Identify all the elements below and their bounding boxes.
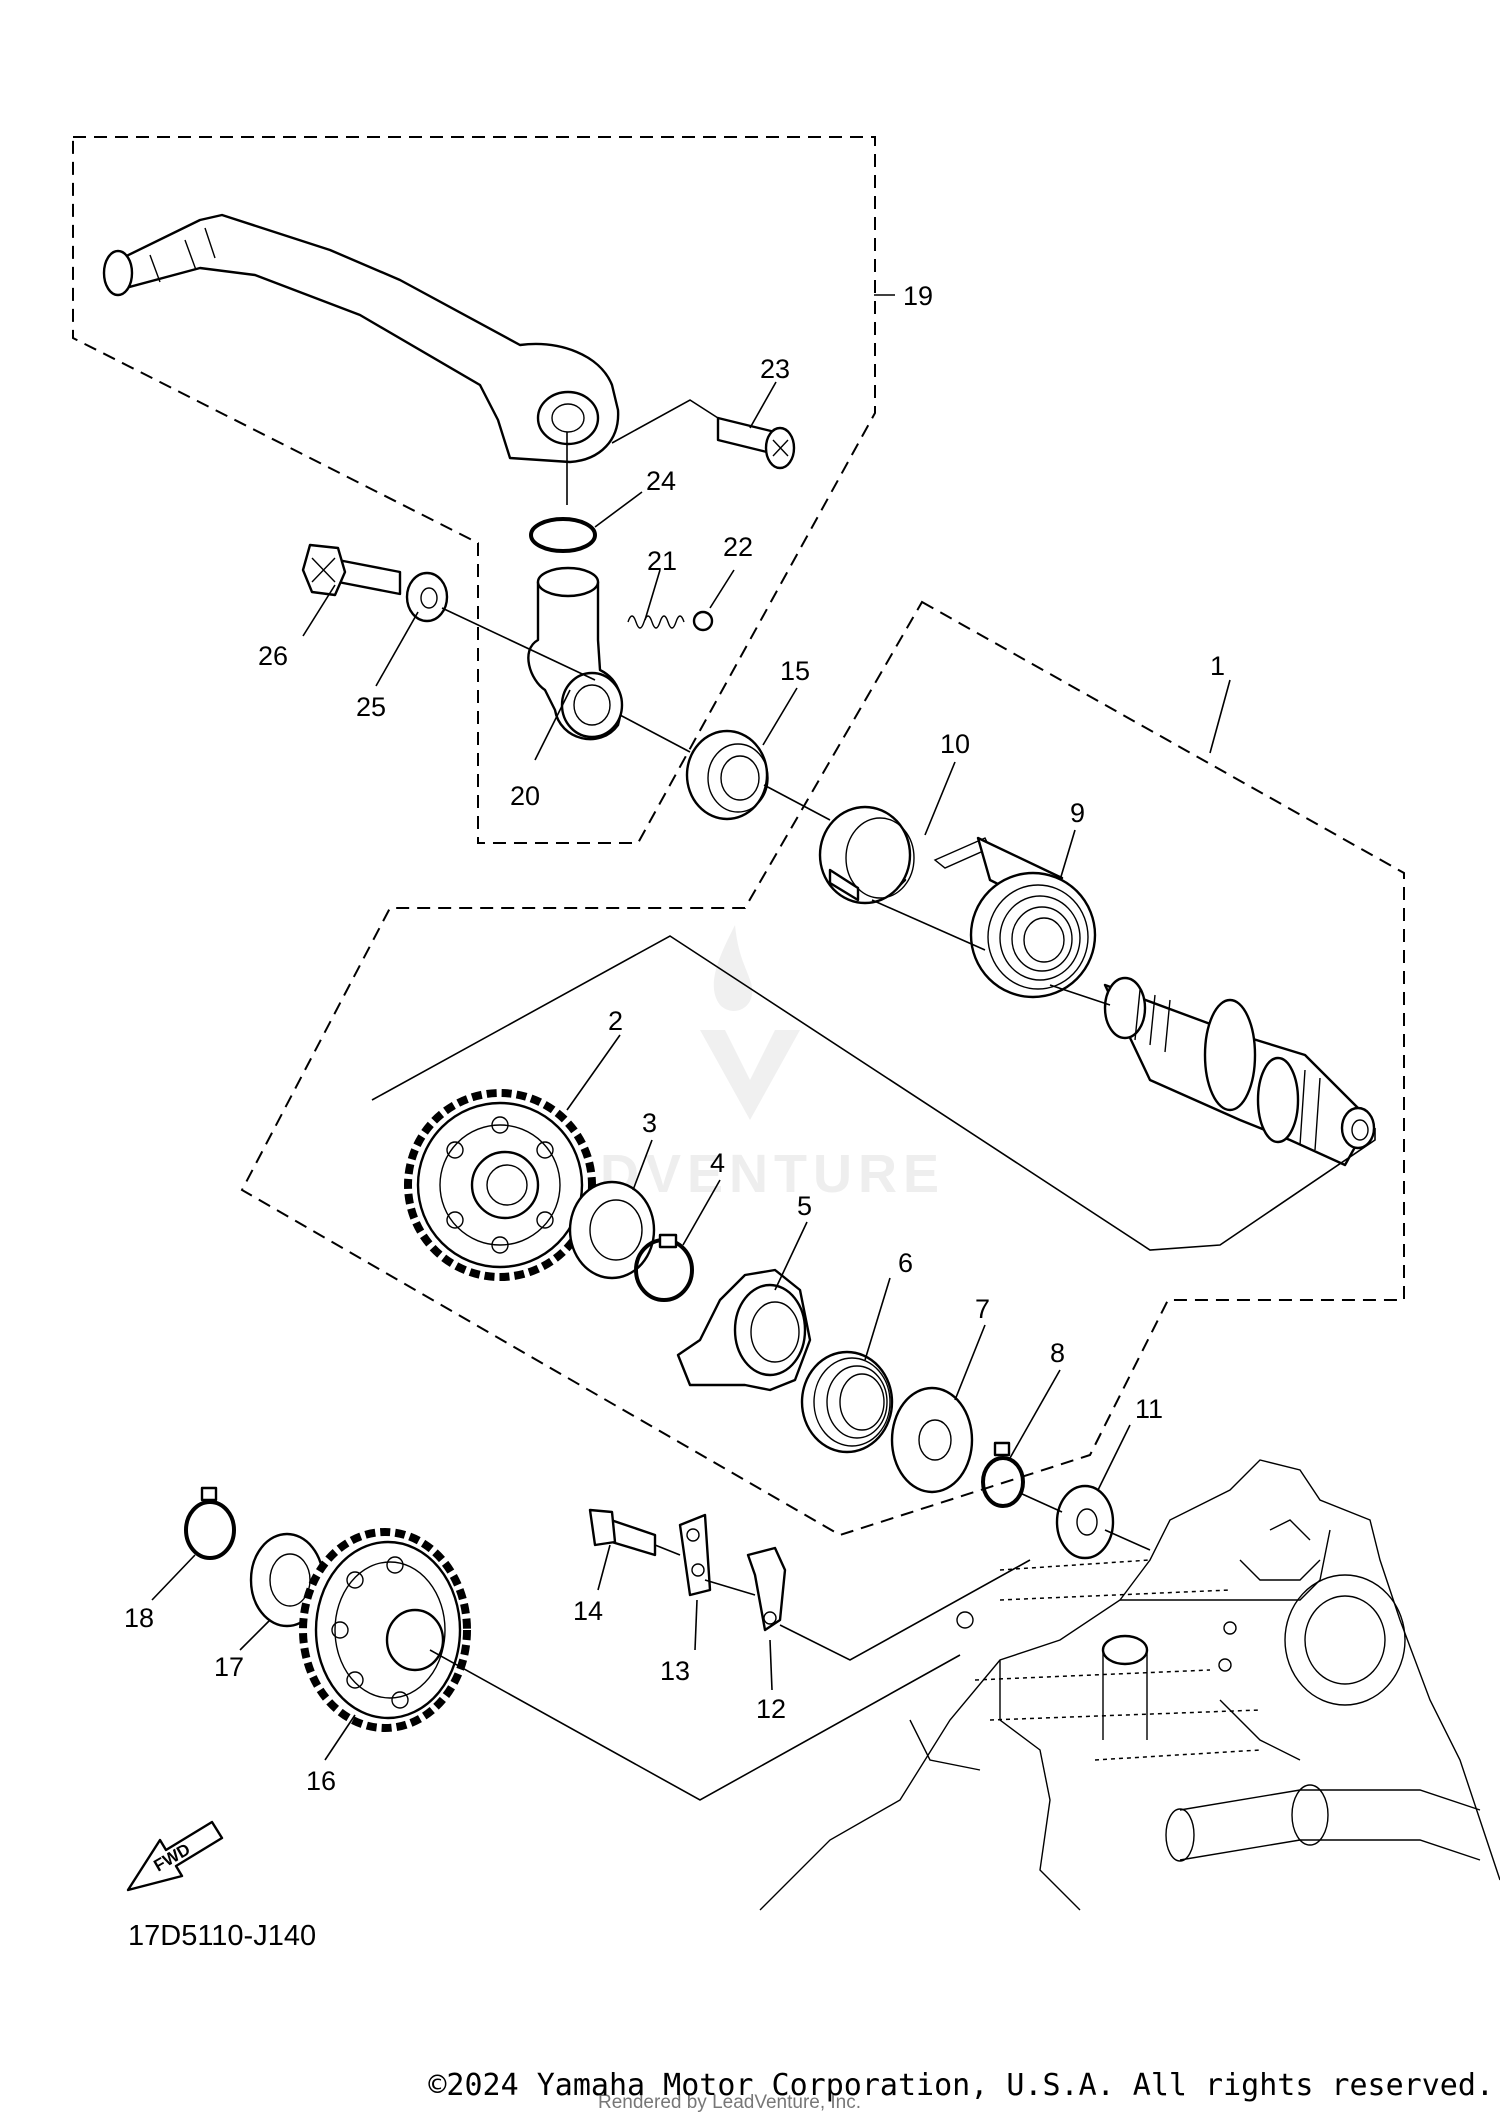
callout-11: 11 (1135, 1394, 1163, 1424)
kick-gear-2 (404, 1089, 596, 1281)
circlip-4 (634, 1233, 694, 1302)
callout-23: 23 (760, 354, 790, 384)
group-outline-19 (72, 136, 876, 844)
callout-17: 17 (214, 1652, 244, 1682)
callout-16: 16 (306, 1766, 336, 1796)
washer-25 (405, 571, 449, 623)
leader-lines (151, 294, 1231, 1761)
callout-22: 22 (723, 532, 753, 562)
rendered-by-credit: Rendered by LeadVenture, Inc. (598, 2092, 862, 2113)
callout-26: 26 (258, 641, 288, 671)
o-ring-24 (529, 517, 597, 553)
callout-15: 15 (780, 656, 810, 686)
group-outline-1 (240, 600, 1405, 1537)
callout-3: 3 (642, 1108, 657, 1138)
callout-1: 1 (1210, 651, 1225, 681)
crankcase-outline (759, 1459, 1500, 1911)
callout-8: 8 (1050, 1338, 1065, 1368)
callout-24: 24 (646, 466, 676, 496)
callout-25: 25 (356, 692, 386, 722)
collar-10 (818, 805, 915, 905)
diagram-code: 17D5110-J140 (128, 1920, 316, 1952)
guide-13 (678, 1513, 712, 1597)
callout-6: 6 (898, 1248, 913, 1278)
washer-7 (890, 1386, 974, 1494)
bearing-15 (685, 729, 769, 821)
idler-gear-16 (299, 1528, 471, 1732)
callout-13: 13 (660, 1656, 690, 1686)
spring-21 (627, 615, 685, 629)
kick-shaft (1103, 976, 1376, 1167)
callout-19: 19 (903, 281, 933, 311)
callout-5: 5 (797, 1191, 812, 1221)
callout-labels: 1 2 3 4 5 6 7 8 9 10 11 12 13 14 15 16 1… (124, 281, 1225, 1796)
ratchet-5 (676, 1268, 812, 1392)
callout-7: 7 (975, 1294, 990, 1324)
ball-22 (692, 610, 714, 632)
callout-18: 18 (124, 1603, 154, 1633)
callout-21: 21 (647, 546, 677, 576)
bolt-23 (716, 416, 796, 470)
copyright-notice: ©2024 Yamaha Motor Corporation, U.S.A. A… (428, 2068, 1494, 2103)
callout-20: 20 (510, 781, 540, 811)
callout-10: 10 (940, 729, 970, 759)
connecting-lines (371, 399, 1376, 1801)
callout-2: 2 (608, 1006, 623, 1036)
stopper-12 (746, 1546, 787, 1632)
kick-pedal (102, 213, 620, 464)
bolt-26 (301, 543, 402, 597)
callout-12: 12 (756, 1694, 786, 1724)
washer-3 (568, 1180, 656, 1280)
fwd-arrow: FWD (126, 1820, 224, 1892)
callout-9: 9 (1070, 798, 1085, 828)
kick-boss-20 (527, 566, 624, 741)
bolt-14 (588, 1508, 657, 1557)
torsion-spring-9 (933, 836, 1097, 999)
callout-14: 14 (573, 1596, 603, 1626)
callout-4: 4 (710, 1148, 725, 1178)
circlip-18 (184, 1486, 236, 1560)
washer-11 (1055, 1484, 1115, 1560)
spring-6 (800, 1350, 894, 1454)
circlip-8 (981, 1441, 1025, 1508)
